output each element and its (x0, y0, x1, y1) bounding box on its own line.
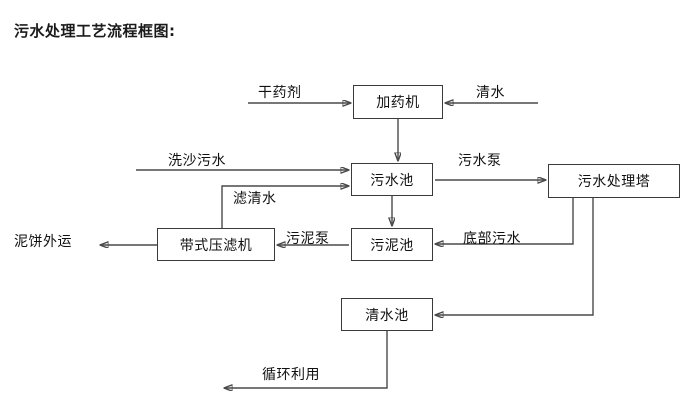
edge-label-dry-chemical: 干药剂 (258, 85, 302, 101)
page-title: 污水处理工艺流程框图: (14, 22, 176, 40)
edge-label-mud-cake-transport: 泥饼外运 (14, 234, 72, 250)
node-sewage-pool[interactable]: 污水池 (351, 163, 433, 196)
node-label: 污水处理塔 (577, 174, 651, 190)
node-label: 污泥池 (370, 237, 414, 254)
edge-label-bottom-sewage: 底部污水 (463, 231, 521, 247)
edge-label-recycle-reuse: 循环利用 (262, 367, 320, 383)
node-label: 清水池 (365, 307, 409, 324)
node-clear-water-pool[interactable]: 清水池 (341, 298, 433, 331)
edge-label-sludge-pump: 污泥泵 (286, 231, 330, 247)
node-label: 加药机 (376, 95, 420, 111)
connector-tower-to-clear-water-pool (435, 198, 594, 315)
edge-label-clean-water-in: 清水 (476, 85, 505, 101)
node-label: 污水池 (370, 172, 414, 189)
node-label: 带式压滤机 (179, 237, 253, 254)
edge-label-sand-wash-sewage: 洗沙污水 (168, 153, 226, 169)
node-belt-filter-press[interactable]: 带式压滤机 (157, 228, 275, 261)
node-treatment-tower[interactable]: 污水处理塔 (548, 164, 680, 198)
node-sludge-pool[interactable]: 污泥池 (351, 228, 433, 261)
edge-label-sewage-pump: 污水泵 (458, 153, 502, 169)
edge-label-filtered-clear-water: 滤清水 (233, 191, 277, 207)
node-dosing-machine[interactable]: 加药机 (353, 85, 443, 119)
